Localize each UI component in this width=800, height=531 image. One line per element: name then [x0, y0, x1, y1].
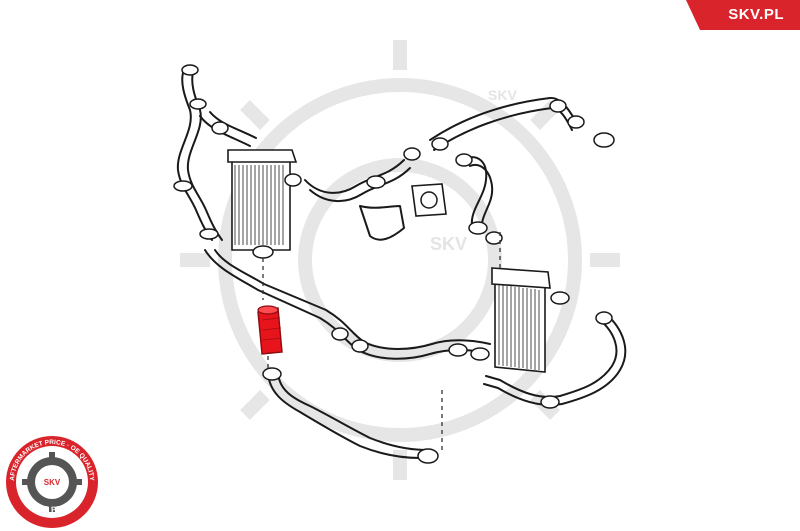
- leader-lines: [262, 232, 501, 452]
- highlighted-hose[interactable]: [257, 305, 283, 355]
- hose-right-lower: [483, 311, 627, 409]
- hose-left-vertical: [173, 64, 223, 241]
- hose-bottom-curve: [262, 367, 439, 464]
- hose-top-right-pipe: [429, 96, 615, 151]
- hose-right-vertical: [455, 153, 503, 245]
- hose-long-lower: [204, 249, 491, 361]
- watermark-gear: SKV SKV: [180, 40, 620, 480]
- brand-corner-label[interactable]: SKV.PL: [728, 6, 784, 23]
- hose-top-short: [199, 111, 257, 147]
- badge-center-label: SKV: [44, 478, 61, 487]
- brand-corner-tab[interactable]: [686, 0, 800, 30]
- hose-center-upper: [304, 147, 421, 202]
- brand-tab-shape: [686, 0, 800, 30]
- right-intercooler: [491, 267, 570, 373]
- watermark-label-2: SKV: [430, 234, 467, 254]
- hose-throttle-body: [359, 183, 447, 241]
- left-intercooler: [227, 149, 302, 259]
- watermark-label-1: SKV: [488, 87, 517, 103]
- skv-badge-logo: AFTERMARKET PRICE · OE QUALITY AUTO PART…: [6, 436, 98, 528]
